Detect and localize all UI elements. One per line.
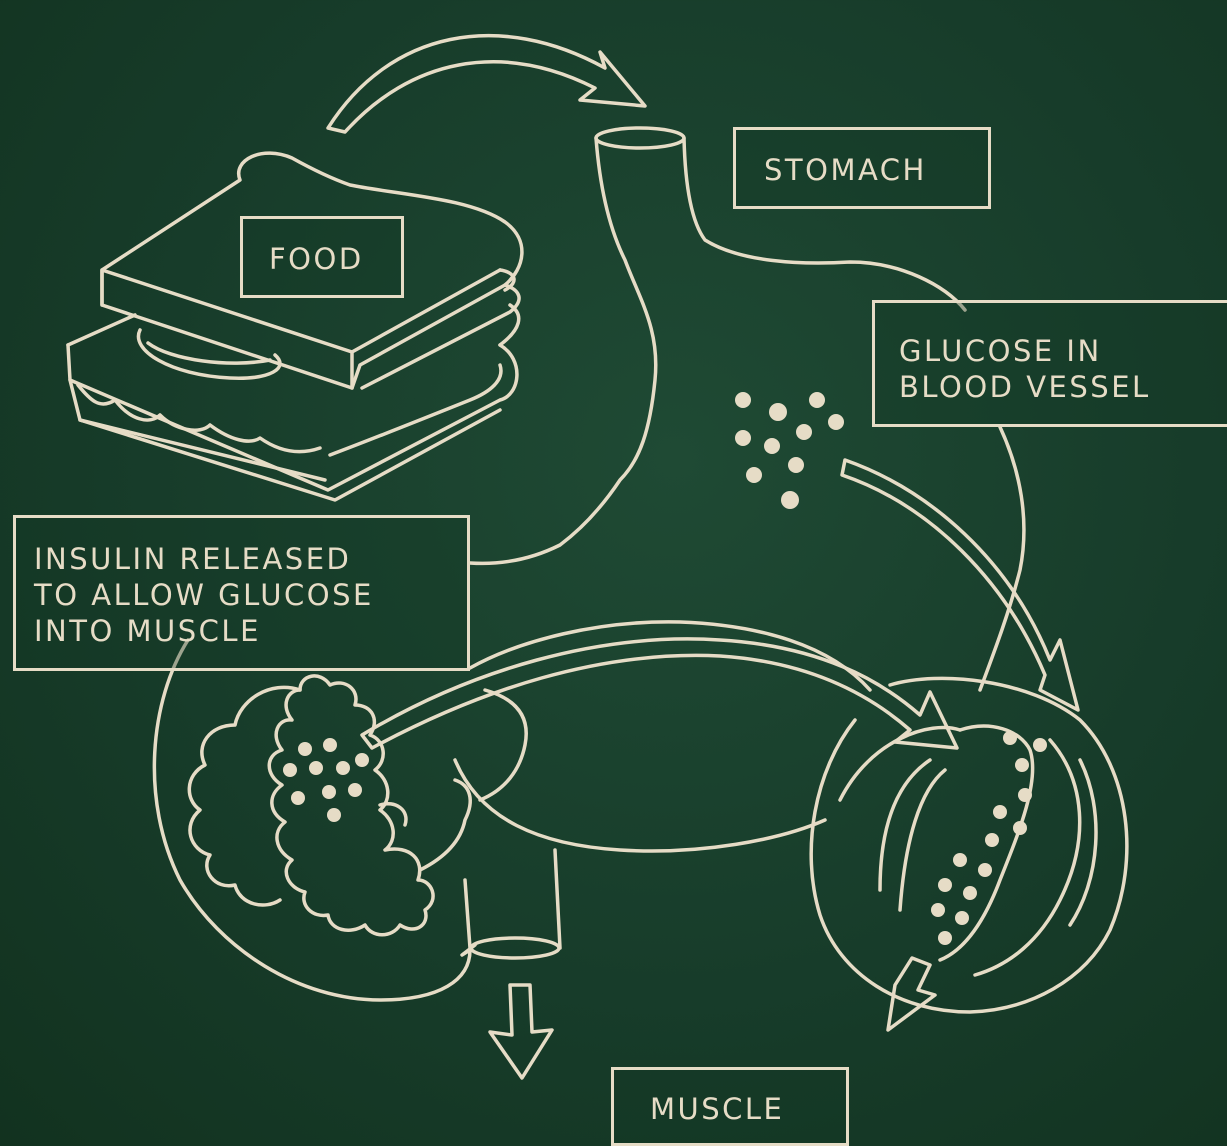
vessel-exit-icon — [462, 850, 560, 958]
glucose-in-blood-vessel-label: GLUCOSE IN BLOOD VESSEL — [872, 300, 1227, 427]
pancreas-icon — [189, 676, 470, 935]
muscle-label: MUSCLE — [611, 1067, 849, 1146]
food-label: FOOD — [240, 216, 404, 298]
glucose-label-line2: BLOOD VESSEL — [899, 369, 1227, 405]
muscle-label-text: MUSCLE — [650, 1091, 846, 1127]
sandwich-icon — [68, 153, 522, 500]
insulin-label-line2: TO ALLOW GLUCOSE — [34, 577, 467, 613]
insulin-released-label: INSULIN RELEASED TO ALLOW GLUCOSE INTO M… — [13, 515, 470, 671]
muscle-cross-section-icon — [811, 678, 1127, 1030]
food-to-stomach-arrow-icon — [328, 36, 645, 132]
glucose-label-line1: GLUCOSE IN — [899, 333, 1227, 369]
muscle-glucose-dots-icon — [931, 731, 1047, 945]
stomach-label-text: STOMACH — [764, 152, 988, 188]
glucose-arrow-icon — [842, 460, 1078, 710]
down-arrow-icon — [490, 985, 552, 1078]
insulin-label-line3: INTO MUSCLE — [34, 613, 467, 649]
insulin-label-line1: INSULIN RELEASED — [34, 541, 467, 577]
stomach-label: STOMACH — [733, 127, 991, 209]
glucose-dots-icon — [735, 392, 844, 509]
food-label-text: FOOD — [269, 241, 401, 277]
insulin-dots-icon — [283, 738, 369, 822]
blood-vessel-loop-icon — [154, 622, 870, 1000]
